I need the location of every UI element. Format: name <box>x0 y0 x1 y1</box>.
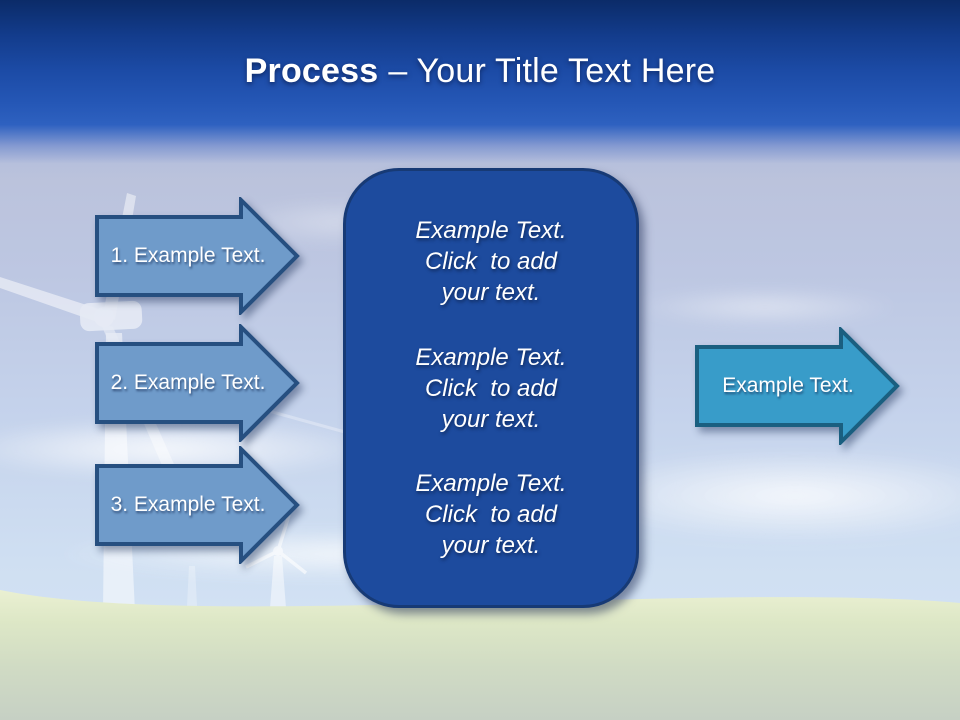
result-arrow-label: Example Text. <box>722 374 854 397</box>
arrow-right-icon <box>695 327 900 445</box>
step-arrow-3-label: 3. Example Text. <box>110 493 266 516</box>
arrow-right-icon <box>95 197 300 315</box>
panel-text-line: your text. <box>441 532 541 560</box>
panel-text-line: your text. <box>441 278 541 306</box>
panel-text-block-3[interactable]: Example Text. Click to add your text. <box>358 468 624 561</box>
panel-text-line: your text. <box>441 405 541 433</box>
panel-text-line: Click to add <box>424 374 558 402</box>
cloud <box>630 288 900 326</box>
panel-text-block-2[interactable]: Example Text. Click to add your text. <box>358 342 624 435</box>
panel-text-line: Click to add <box>424 501 558 529</box>
arrow-right-icon <box>95 324 300 442</box>
title-subtitle-text: – Your Title Text Here <box>388 52 716 90</box>
title-banner <box>0 0 960 178</box>
panel-text-line: Example Text. <box>415 216 567 244</box>
title-emphasis-text: Process <box>244 52 379 90</box>
step-arrow-1-label: 1. Example Text. <box>110 244 266 267</box>
step-arrow-2-label: 2. Example Text. <box>110 371 266 394</box>
result-arrow[interactable]: Example Text. <box>694 327 900 445</box>
grass-foreground <box>0 590 960 720</box>
step-arrow-2[interactable]: 2. Example Text. <box>94 324 300 442</box>
panel-text-line: Example Text. <box>415 343 567 371</box>
panel-text-line: Example Text. <box>415 470 567 498</box>
arrow-right-icon <box>95 446 300 564</box>
step-arrow-3[interactable]: 3. Example Text. <box>94 446 300 564</box>
panel-text-block-1[interactable]: Example Text. Click to add your text. <box>358 215 624 308</box>
step-arrow-1[interactable]: 1. Example Text. <box>94 197 300 315</box>
panel-text-line: Click to add <box>424 247 558 275</box>
content-panel[interactable]: Example Text. Click to add your text. Ex… <box>343 168 639 608</box>
slide-title[interactable]: Process– Your Title Text Here <box>0 52 960 91</box>
